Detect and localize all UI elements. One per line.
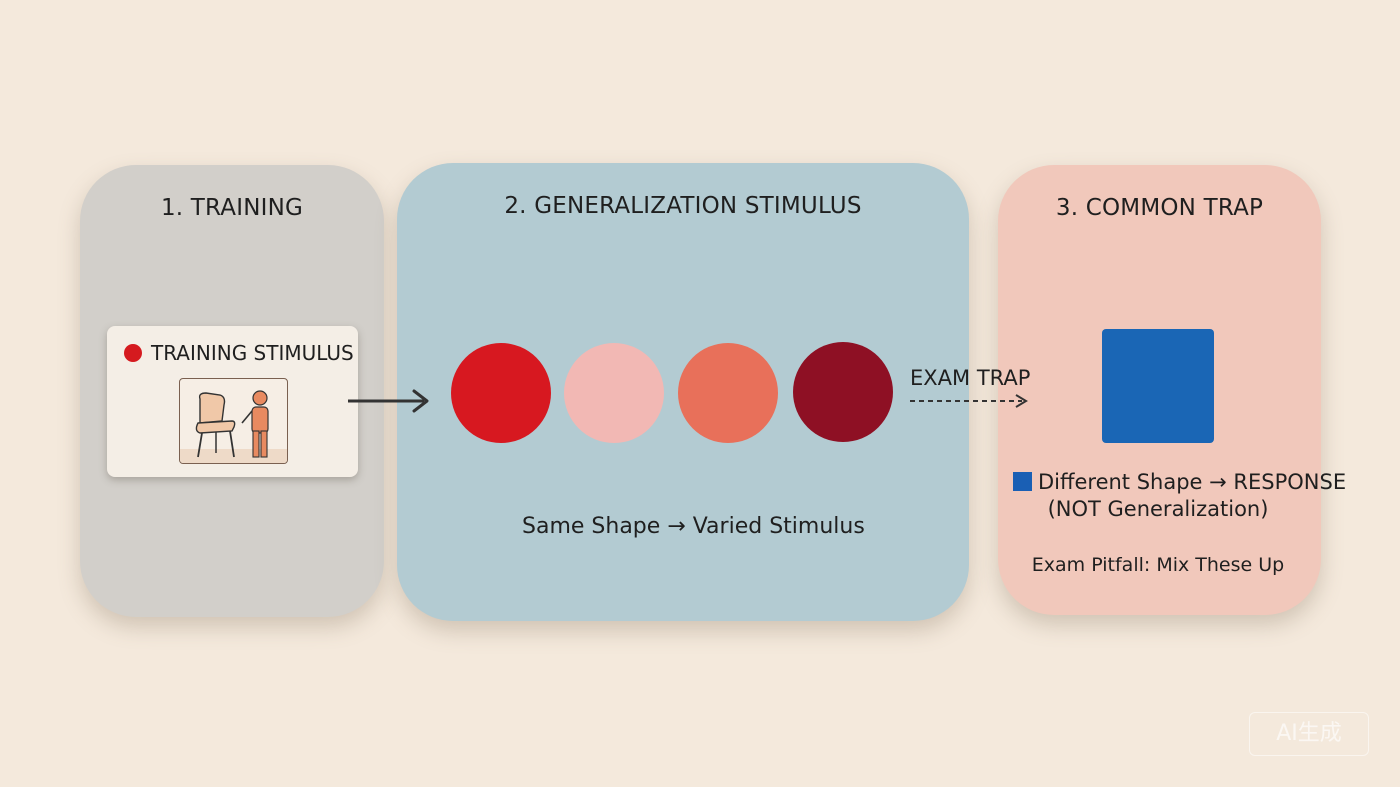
- trap-square-shape: [1102, 329, 1214, 443]
- person-icon: [241, 390, 269, 458]
- arrow-right-icon: [348, 389, 429, 413]
- trap-response-text: Different Shape → RESPONSE: [1038, 470, 1347, 494]
- trap-legend-square: [1013, 472, 1032, 491]
- generalization-title: 2. GENERALIZATION STIMULUS: [504, 193, 862, 219]
- stimulus-circle-maroon: [793, 342, 893, 442]
- training-title: 1. TRAINING: [160, 195, 304, 221]
- dashed-arrow-icon: [910, 394, 1028, 408]
- chair-icon: [195, 392, 236, 458]
- stimulus-circle-coral: [678, 343, 778, 443]
- stimulus-circle-pink: [564, 343, 664, 443]
- trap-pitfall-text: Exam Pitfall: Mix These Up: [1031, 554, 1285, 576]
- training-illustration: [179, 378, 288, 464]
- ai-generated-watermark: AI生成: [1249, 712, 1369, 756]
- training-stimulus-card: TRAINING STIMULUS: [107, 326, 358, 477]
- stimulus-circle-red: [451, 343, 551, 443]
- exam-trap-label: EXAM TRAP: [910, 366, 1031, 390]
- training-stimulus-label: TRAINING STIMULUS: [151, 341, 354, 365]
- trap-not-generalization-text: (NOT Generalization): [1047, 497, 1269, 521]
- chair-and-person-illustration: [180, 390, 287, 463]
- generalization-caption: Same Shape → Varied Stimulus: [522, 514, 865, 539]
- training-stimulus-dot: [124, 344, 142, 362]
- trap-title: 3. COMMON TRAP: [1055, 195, 1264, 221]
